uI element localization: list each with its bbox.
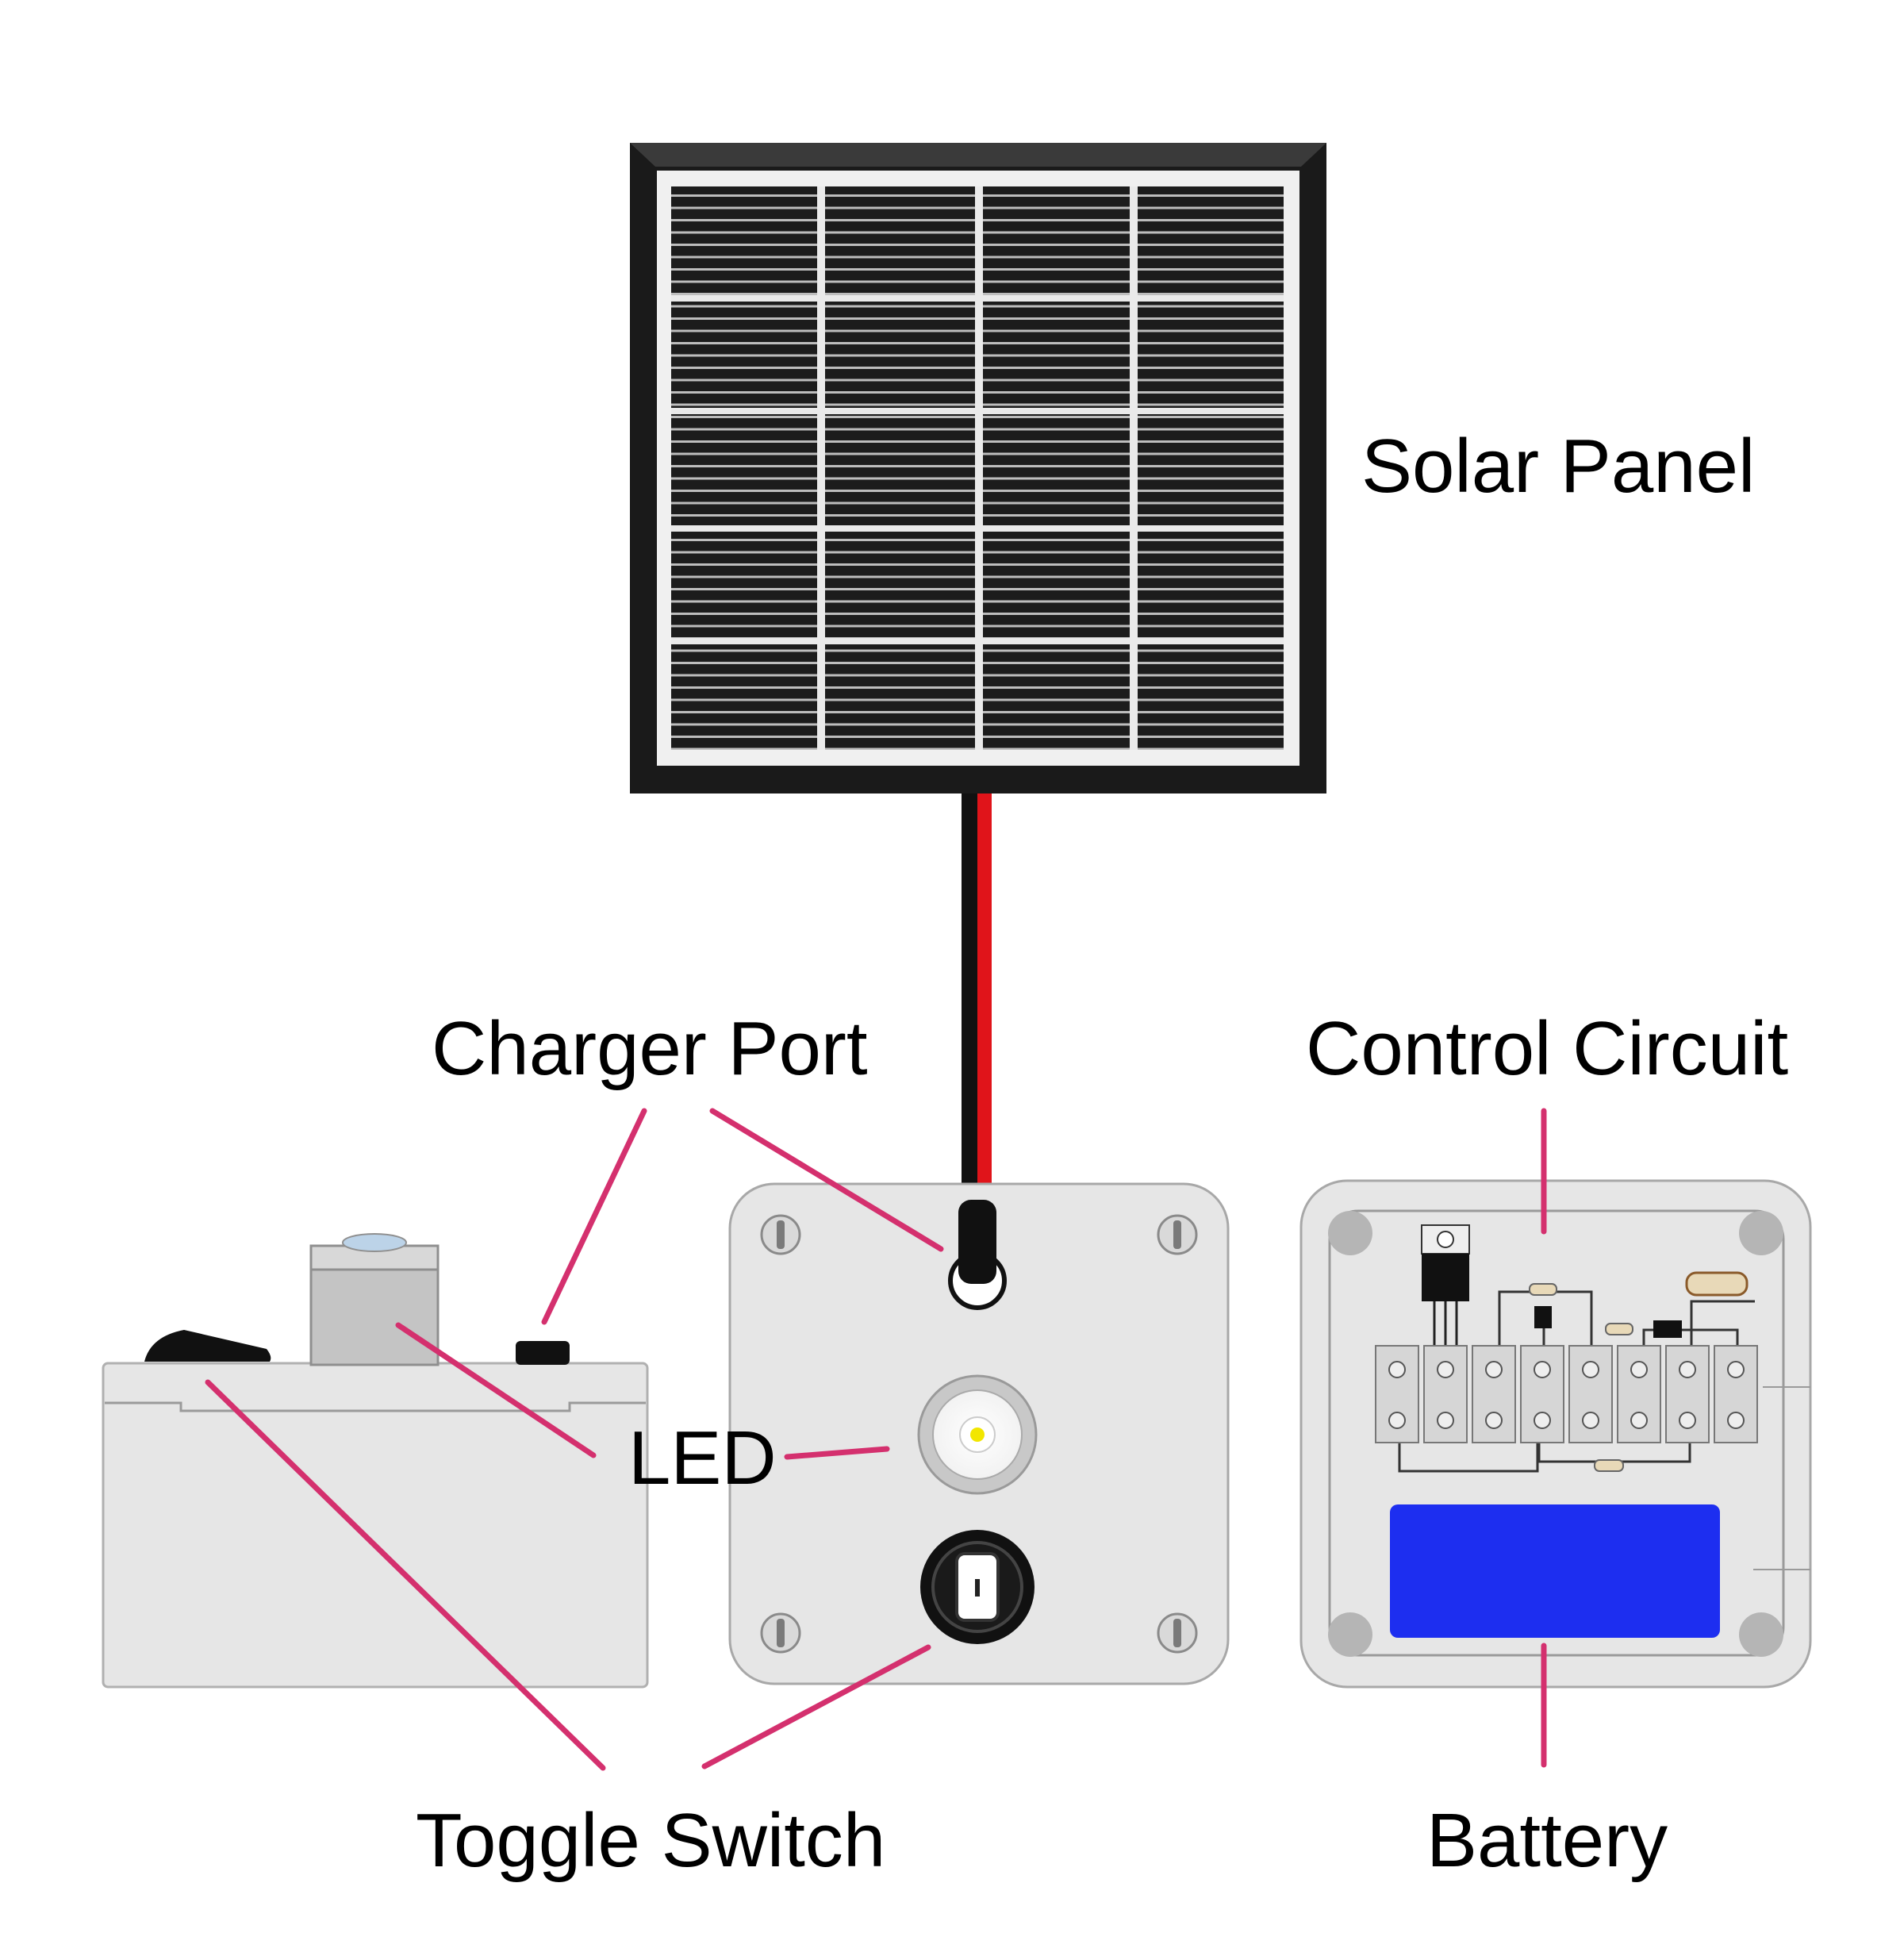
- label-battery: Battery: [1426, 1798, 1668, 1883]
- front-cable-plug: [958, 1200, 996, 1284]
- side-led-lens: [342, 1233, 407, 1252]
- label-solar-panel: Solar Panel: [1361, 424, 1755, 509]
- label-toggle-switch: Toggle Switch: [416, 1798, 885, 1883]
- inside-battery: [1390, 1504, 1720, 1638]
- front-screw-br: [1157, 1612, 1198, 1654]
- lamp-box-inside-icon: [1299, 1179, 1812, 1689]
- inside-resistor-2: [1605, 1323, 1633, 1335]
- inside-boss-tl: [1328, 1211, 1372, 1255]
- leader-toggle-left: [205, 1379, 606, 1771]
- side-charger-port: [516, 1341, 570, 1365]
- inside-boss-br: [1739, 1612, 1783, 1657]
- inside-diode-1: [1534, 1306, 1552, 1328]
- inside-resistor-3: [1685, 1271, 1749, 1297]
- cable-red: [977, 793, 992, 1198]
- side-toggle-rocker: [144, 1330, 271, 1362]
- front-screw-tr: [1157, 1214, 1198, 1255]
- inside-box-cavity: [1328, 1209, 1785, 1657]
- inside-boss-tr: [1739, 1211, 1783, 1255]
- solar-panel-icon: [630, 143, 1326, 793]
- solar-busbar-h2: [671, 408, 1284, 414]
- lamp-box-front-icon: [728, 1182, 1230, 1685]
- solar-busbar-h3: [671, 525, 1284, 532]
- leader-lines: [205, 1108, 1547, 1771]
- label-charger-port: Charger Port: [432, 1006, 868, 1091]
- inside-resistor-1: [1529, 1283, 1557, 1296]
- inside-terminal-block: [1375, 1345, 1758, 1443]
- solar-busbar-v2: [975, 186, 983, 750]
- cable-black: [962, 793, 977, 1198]
- inside-boss-bl: [1328, 1612, 1372, 1657]
- solar-panel-bevel: [630, 143, 1326, 167]
- side-box-lid-groove: [105, 1401, 646, 1412]
- front-screw-bl: [760, 1612, 801, 1654]
- solar-busbar-h1: [671, 295, 1284, 302]
- solar-busbar-h4: [671, 638, 1284, 644]
- leader-led-right: [784, 1446, 890, 1460]
- solar-busbar-v1: [817, 186, 825, 750]
- inside-resistor-4: [1594, 1459, 1624, 1472]
- leader-charger-port-right: [709, 1108, 944, 1252]
- leader-led-left: [395, 1322, 597, 1458]
- solar-busbar-v3: [1130, 186, 1138, 750]
- front-led-dot: [970, 1427, 985, 1442]
- leader-charger-port-left: [541, 1108, 647, 1325]
- leader-toggle-right: [701, 1644, 931, 1769]
- label-control-circuit: Control Circuit: [1306, 1006, 1788, 1091]
- solar-cable: [962, 793, 992, 1198]
- inside-diode-2: [1653, 1320, 1682, 1338]
- label-led: LED: [628, 1416, 777, 1501]
- lamp-box-side-icon: [102, 1233, 649, 1689]
- front-toggle-mark: [975, 1579, 980, 1597]
- front-screw-tl: [760, 1214, 801, 1255]
- inside-voltage-regulator: [1421, 1224, 1470, 1349]
